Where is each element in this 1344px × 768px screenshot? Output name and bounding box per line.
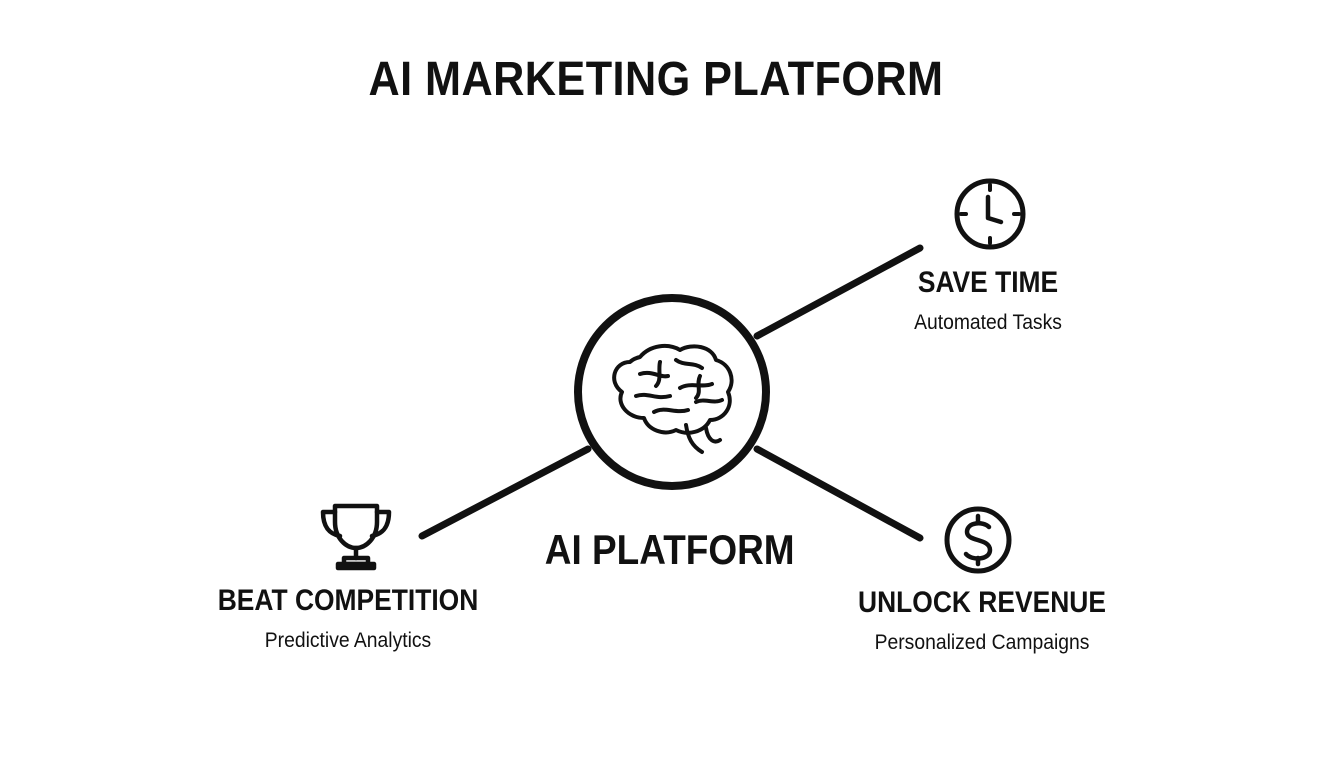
trophy-icon <box>320 503 392 571</box>
brain-icon <box>612 343 734 454</box>
dollar-icon <box>944 506 1012 574</box>
node-subtitle-unlock-revenue: Personalized Campaigns <box>874 631 1090 654</box>
node-heading-unlock-revenue: UNLOCK REVENUE <box>858 586 1106 619</box>
connector-unlock-revenue <box>753 445 924 542</box>
clock-icon <box>954 178 1026 250</box>
center-label: AI PLATFORM <box>544 526 795 573</box>
connector-beat-competition <box>418 445 592 540</box>
node-subtitle-save-time: Automated Tasks <box>914 311 1062 334</box>
node-heading-save-time: SAVE TIME <box>917 266 1059 299</box>
node-heading-beat-competition: BEAT COMPETITION <box>217 584 479 617</box>
page-title: AI MARKETING PLATFORM <box>368 53 944 106</box>
node-subtitle-beat-competition: Predictive Analytics <box>264 629 432 652</box>
center-node <box>574 294 770 490</box>
connector-save-time <box>753 244 924 340</box>
